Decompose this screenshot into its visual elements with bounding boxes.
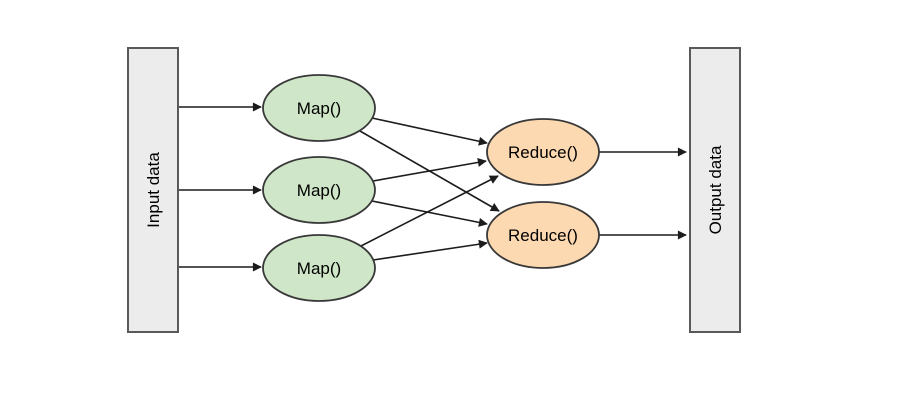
reduce-label-1: Reduce() (508, 143, 578, 162)
input-data-label: Input data (144, 152, 163, 228)
edge-map2-to-reduce1 (372, 157, 487, 182)
edge-map2-to-reduce2 (371, 200, 488, 227)
edge-map3-to-reduce1 (360, 175, 499, 247)
reduce-node-2 (486, 201, 600, 269)
map-node-2 (262, 156, 376, 224)
map-label-3: Map() (297, 259, 341, 278)
map-label-1: Map() (297, 99, 341, 118)
output-data-label: Output data (706, 145, 725, 234)
edge-map3-to-reduce2 (372, 239, 488, 261)
reduce-node-1 (486, 118, 600, 186)
input-data-node (127, 47, 179, 333)
reduce-label-2: Reduce() (508, 226, 578, 245)
output-data-node (689, 47, 741, 333)
map-node-1 (262, 74, 376, 142)
map-node-3 (262, 234, 376, 302)
edge-map1-to-reduce1 (371, 117, 488, 146)
map-label-2: Map() (297, 181, 341, 200)
